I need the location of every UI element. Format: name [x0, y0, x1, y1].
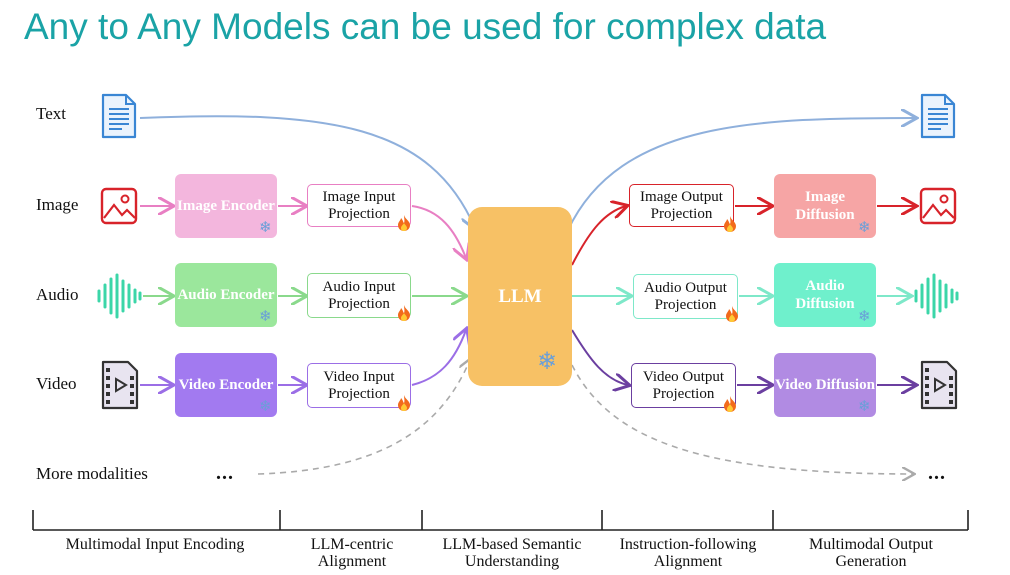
stage-label-output-generation: Multimodal Output Generation [809, 536, 933, 570]
video-output-projection-trainable-icon [724, 396, 736, 412]
stage-label-instruction-alignment: Instruction-following Alignment [619, 536, 757, 570]
video-proj-to-llm-arrow [411, 330, 466, 386]
audio-encoder-frozen-icon: ❄ [259, 309, 272, 325]
image-picture-output-icon [919, 187, 957, 225]
image-encoder-frozen-icon: ❄ [259, 220, 272, 236]
stage-label-input-encoding: Multimodal Input Encoding [65, 536, 245, 553]
llm-to-image-outproj-arrow [571, 206, 626, 266]
image-input-projection-box: Image Input Projection [307, 184, 411, 227]
modality-label-video: Video [36, 374, 77, 393]
stage-label-llm-alignment: LLM-centric Alignment [310, 536, 394, 570]
more-modalities-in-arrow [257, 360, 470, 475]
image-output-projection-trainable-icon [724, 216, 736, 232]
image-output-projection-box: Image Output Projection [629, 184, 734, 227]
slide-title: Any to Any Models can be used for comple… [24, 6, 827, 47]
audio-waveform-icon [97, 273, 142, 319]
audio-output-projection-trainable-icon [726, 306, 738, 322]
audio-input-projection-box: Audio Input Projection [307, 273, 411, 318]
modality-label-image: Image [36, 195, 79, 214]
image-proj-to-llm-arrow [411, 205, 466, 258]
video-diffusion-frozen-icon: ❄ [858, 399, 871, 415]
video-encoder-frozen-icon: ❄ [259, 399, 272, 415]
more-modalities-output-ellipsis: ... [928, 462, 946, 484]
video-input-projection-trainable-icon [398, 395, 410, 411]
image-picture-icon [100, 187, 138, 225]
llm-box: LLM [468, 207, 572, 386]
video-input-projection-box: Video Input Projection [307, 363, 411, 408]
modality-label-text: Text [36, 104, 66, 123]
llm-to-video-outproj-arrow [571, 329, 628, 385]
video-film-output-icon [920, 360, 958, 410]
stage-label-semantic-understanding: LLM-based Semantic Understanding [442, 536, 582, 570]
stage-bracket [32, 510, 969, 531]
modality-label-more: More modalities [36, 464, 148, 483]
text-flow-out [567, 118, 915, 231]
llm-frozen-icon: ❄ [537, 349, 558, 375]
audio-diffusion-frozen-icon: ❄ [858, 309, 871, 325]
audio-diffusion-box: Audio Diffusion [774, 263, 876, 327]
audio-encoder-box: Audio Encoder [175, 263, 277, 327]
video-diffusion-box: Video Diffusion [774, 353, 876, 417]
more-modalities-out-arrow [571, 364, 913, 474]
video-encoder-box: Video Encoder [175, 353, 277, 417]
image-diffusion-frozen-icon: ❄ [858, 220, 871, 236]
audio-input-projection-trainable-icon [398, 305, 410, 321]
image-diffusion-box: Image Diffusion [774, 174, 876, 238]
text-document-icon [101, 93, 137, 139]
audio-waveform-output-icon [914, 273, 959, 319]
image-input-projection-trainable-icon [398, 215, 410, 231]
video-film-icon [101, 360, 139, 410]
video-output-projection-box: Video Output Projection [631, 363, 736, 408]
text-document-output-icon [920, 93, 956, 139]
text-flow-in [139, 115, 475, 228]
more-modalities-input-ellipsis: ... [216, 462, 234, 484]
modality-label-audio: Audio [36, 285, 79, 304]
image-encoder-box: Image Encoder [175, 174, 277, 238]
audio-output-projection-box: Audio Output Projection [633, 274, 738, 319]
